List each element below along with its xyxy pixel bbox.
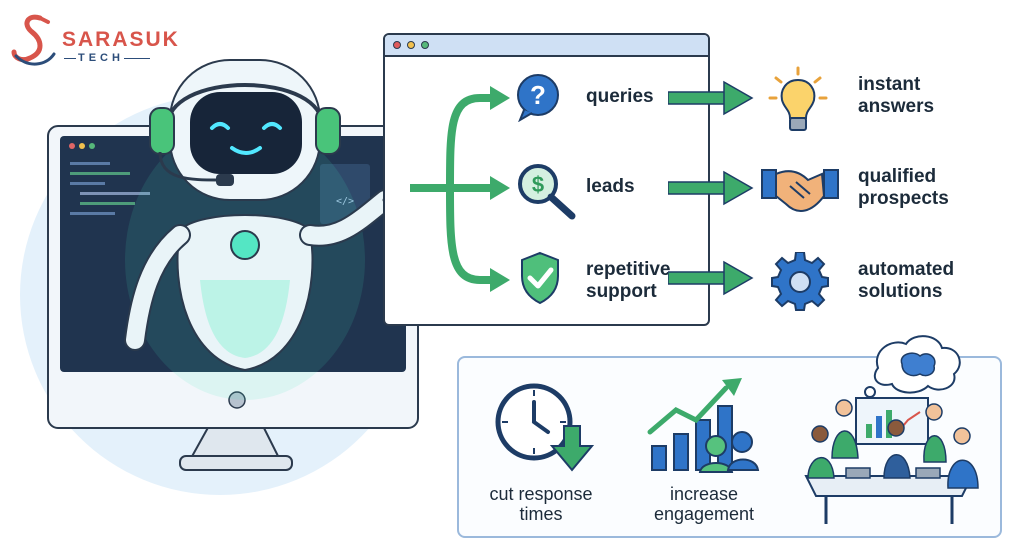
input-label-leads: leads xyxy=(586,176,635,197)
brand-divider-right xyxy=(124,58,150,59)
logo xyxy=(10,12,170,72)
growth-chart-people-icon xyxy=(647,378,760,473)
branch-arrows xyxy=(410,86,510,292)
window-close-dot xyxy=(393,41,401,49)
input-label-support: repetitive support xyxy=(586,259,671,302)
window-titlebar xyxy=(385,35,708,57)
output-arrows xyxy=(668,80,754,296)
question-bubble-icon: ? xyxy=(517,74,559,122)
brand-sub: TECH xyxy=(78,52,124,64)
output-label-solutions: automated solutions xyxy=(858,259,955,302)
monitor-robot-illustration: </> xyxy=(47,59,419,471)
input-label-queries: queries xyxy=(586,86,654,107)
output-label-answers: instant answers xyxy=(858,74,935,117)
lightbulb-icon xyxy=(768,66,828,131)
clock-down-arrow-icon xyxy=(495,383,594,472)
window-max-dot xyxy=(421,41,429,49)
svg-text:$: $ xyxy=(532,172,544,197)
shield-check-icon xyxy=(521,251,559,305)
handshake-icon xyxy=(761,169,839,212)
brand-name: SARASUK xyxy=(62,28,180,51)
team-meeting-illustration xyxy=(804,335,979,524)
window-min-dot xyxy=(407,41,415,49)
benefit-label-engagement: increase engagement xyxy=(653,484,755,524)
svg-text:</>: </> xyxy=(336,196,354,207)
benefit-label-response: cut response times xyxy=(489,484,593,524)
output-label-prospects: qualified prospects xyxy=(858,166,949,209)
swan-logo-icon xyxy=(11,14,56,66)
brand-divider-left xyxy=(64,58,76,59)
dollar-magnifier-icon: $ xyxy=(518,164,576,220)
gear-icon xyxy=(771,252,829,311)
svg-text:?: ? xyxy=(530,80,546,110)
